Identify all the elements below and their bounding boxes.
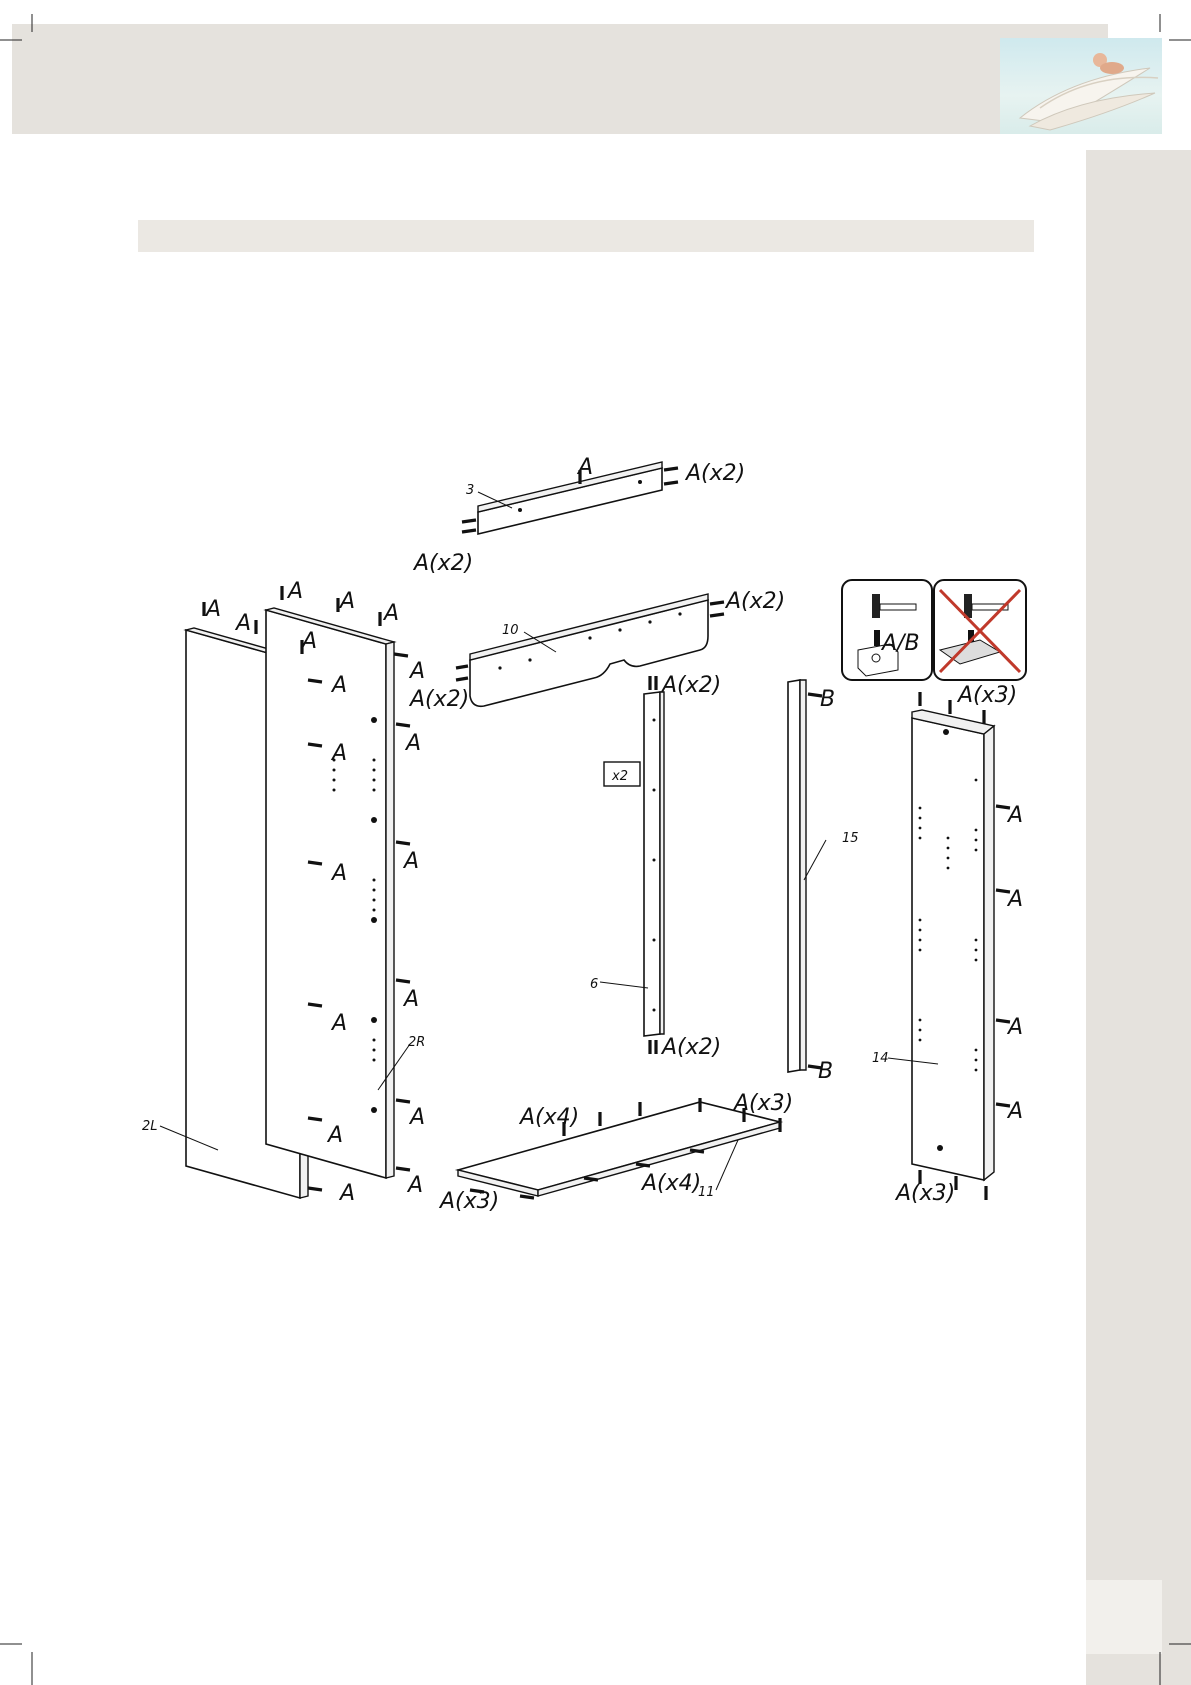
- label-a-2r-right-2: A: [404, 731, 421, 756]
- label-a-or-b: A/B: [880, 631, 920, 656]
- label-a-2l-right-6: A: [338, 1181, 355, 1206]
- label-a-2r-right-6: A: [406, 1173, 423, 1198]
- label-part-11: 11: [698, 1185, 715, 1200]
- label-a-x3-right-top: A(x3): [956, 683, 1017, 708]
- label-a-2r-right-4: A: [402, 987, 419, 1012]
- label-a-2l-right-2: A: [330, 741, 347, 766]
- label-a-right-1: A: [1006, 803, 1023, 828]
- label-a-2r-top-1: A: [286, 579, 303, 604]
- label-part-6: 6: [590, 977, 598, 992]
- label-a-right-2: A: [1006, 887, 1023, 912]
- label-a-x3-bottom-left: A(x3): [438, 1189, 499, 1214]
- label-part-14: 14: [872, 1051, 889, 1066]
- part-6-post: [600, 676, 664, 1054]
- label-a-2l-right-5: A: [326, 1123, 343, 1148]
- label-a-x2-back-rail-left: A(x2): [408, 687, 469, 712]
- label-part-2r: 2R: [408, 1035, 425, 1050]
- label-a-right-4: A: [1006, 1099, 1023, 1124]
- hint-wrong-box: [934, 580, 1026, 680]
- label-part-10: 10: [502, 623, 519, 638]
- part-3-top-rail: [462, 462, 678, 534]
- label-a-2l-right-4: A: [330, 1011, 347, 1036]
- label-a-2r-right-1: A: [408, 659, 425, 684]
- label-part-3: 3: [466, 483, 474, 498]
- label-a-2r-top-3: A: [382, 601, 399, 626]
- label-part-2l: 2L: [142, 1119, 158, 1134]
- part-14-panel: [888, 692, 1010, 1200]
- label-a-right-3: A: [1006, 1015, 1023, 1040]
- label-part-15: 15: [842, 831, 859, 846]
- label-a-x2-post-bottom: A(x2): [660, 1035, 721, 1060]
- part-11-bottom-panel: [458, 1098, 780, 1198]
- label-a-2l-top: A: [204, 597, 221, 622]
- label-a-2l-right-3: A: [330, 861, 347, 886]
- label-a-x3-right-bottom: A(x3): [894, 1181, 955, 1206]
- label-a-2r-top-2: A: [338, 589, 355, 614]
- label-a-2l-right-1: A: [330, 673, 347, 698]
- part-15-rail: [788, 680, 826, 1072]
- hint-correct-box: [842, 580, 932, 680]
- label-a-x2-top-rail-right: A(x2): [684, 461, 745, 486]
- label-a-x4-bottom-front: A(x4): [640, 1171, 701, 1196]
- label-a-x3-bottom-right: A(x3): [732, 1091, 793, 1116]
- label-b-top: B: [820, 687, 835, 712]
- label-a-2r-right-3: A: [402, 849, 419, 874]
- label-a-x2-back-rail-right: A(x2): [724, 589, 785, 614]
- label-x2-box: x2: [611, 769, 628, 784]
- label-a-top-rail: A: [576, 455, 593, 480]
- label-a-2r-right-5: A: [408, 1105, 425, 1130]
- label-a-2r-top-4: A: [300, 629, 317, 654]
- label-a-2l-top-2: A: [234, 611, 251, 636]
- label-a-x4-bottom-top: A(x4): [518, 1105, 579, 1130]
- label-a-x2-top-rail-left: A(x2): [412, 551, 473, 576]
- label-a-x2-post-top: A(x2): [660, 673, 721, 698]
- label-b-bottom: B: [818, 1059, 833, 1084]
